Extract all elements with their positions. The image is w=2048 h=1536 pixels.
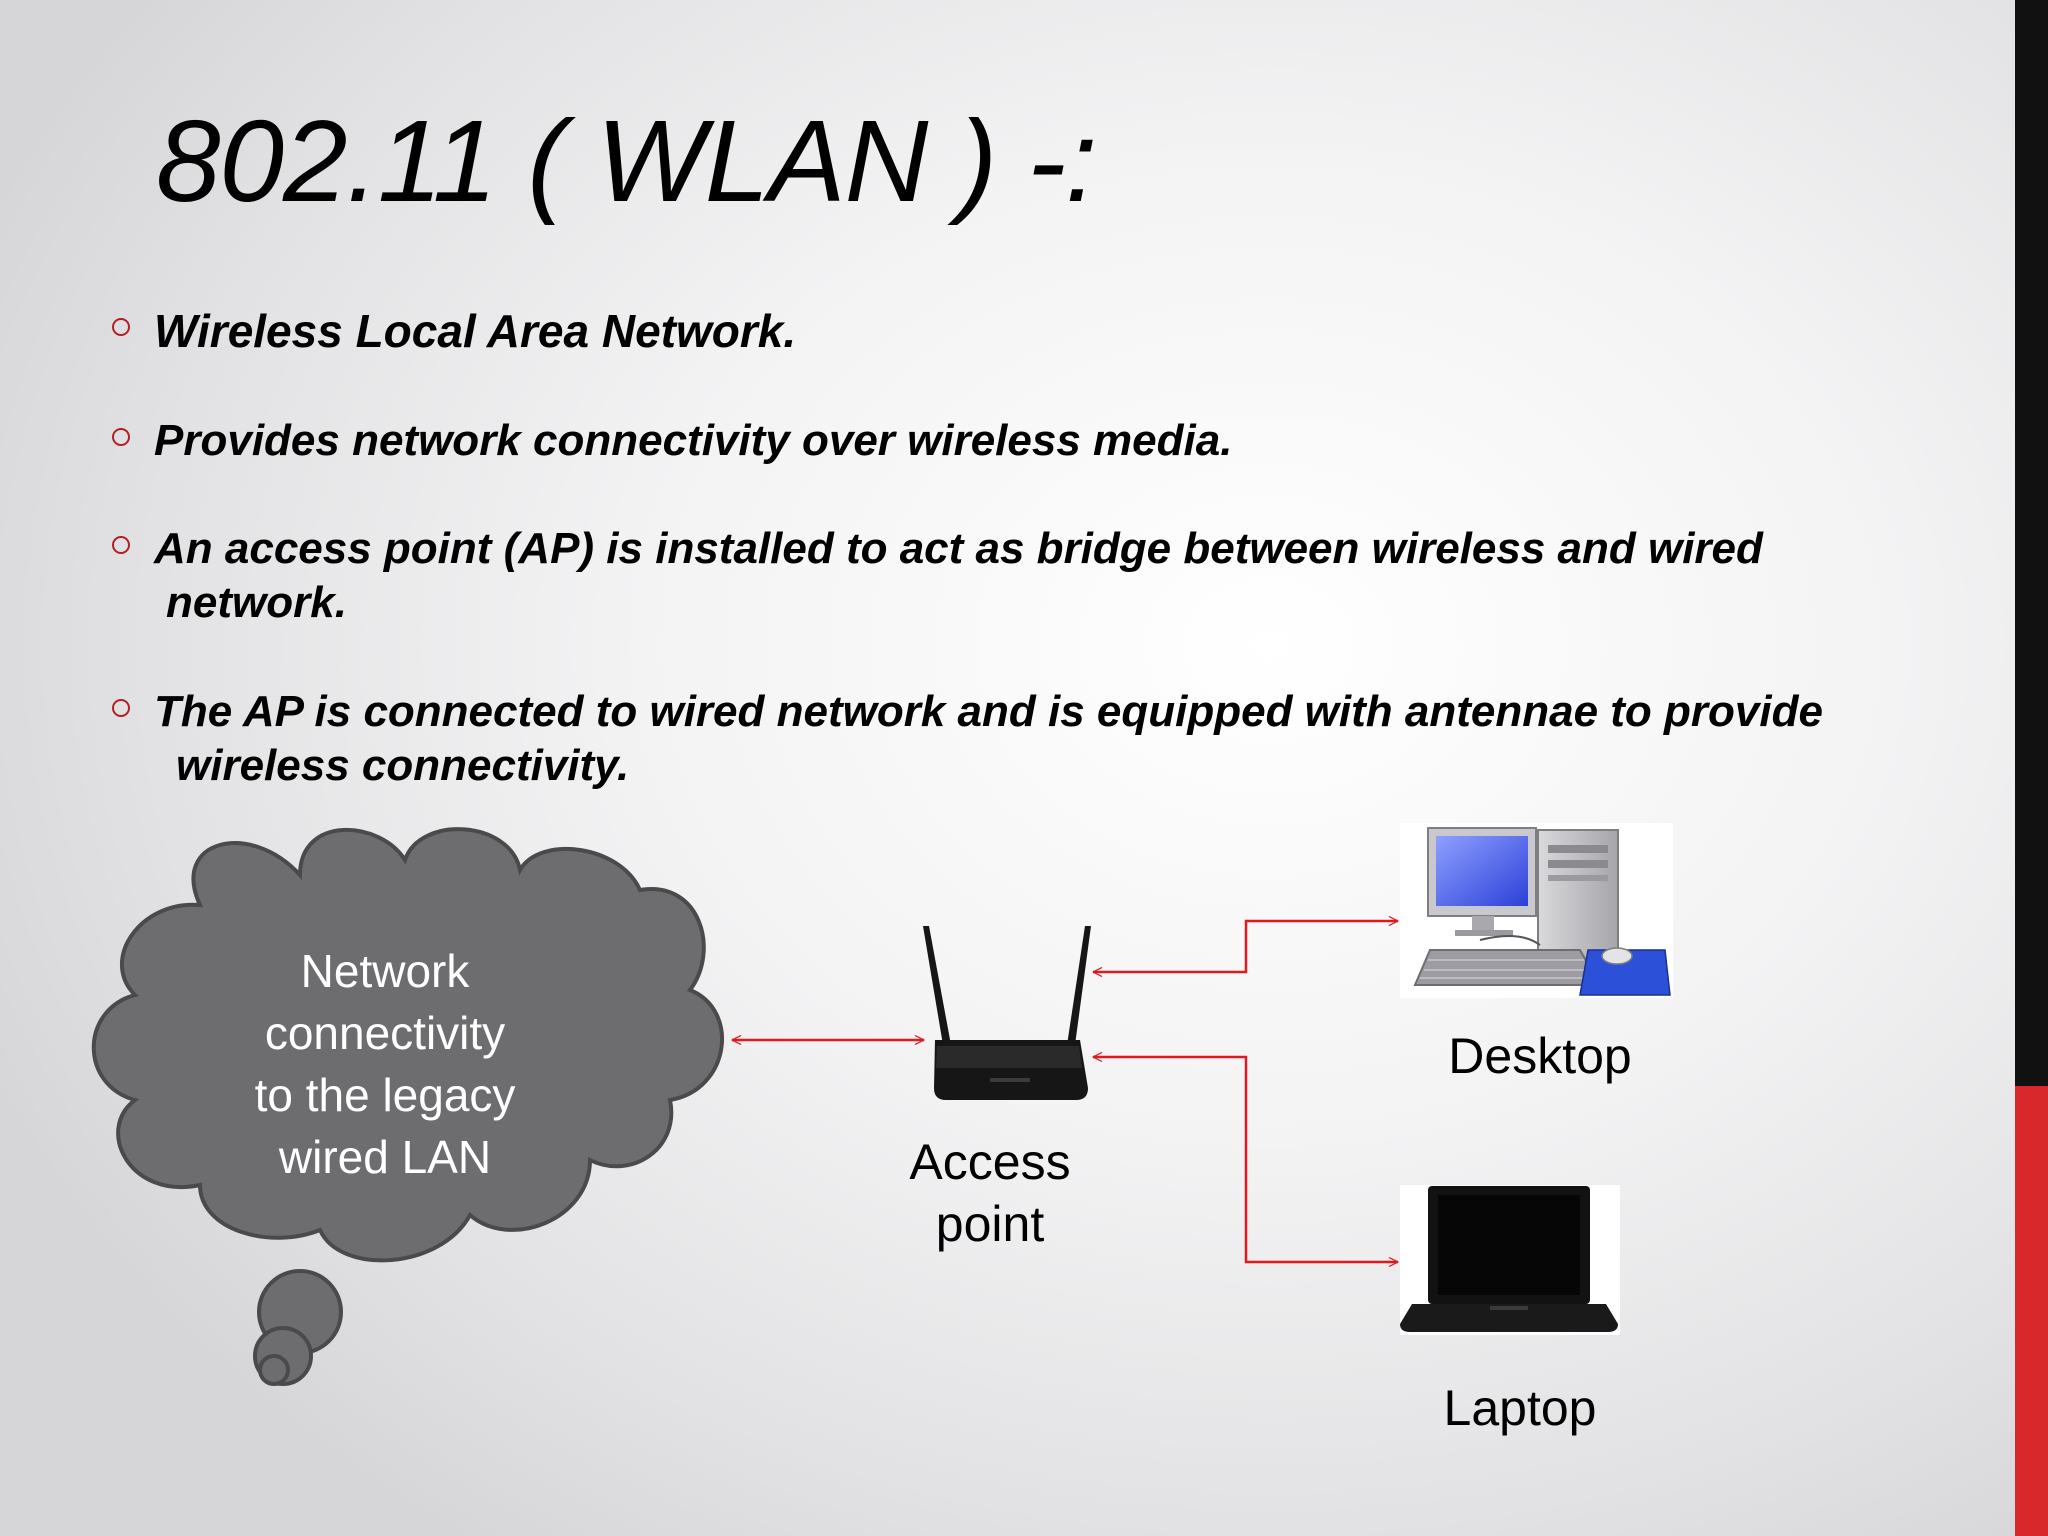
bullet-item: Wireless Local Area Network. [112,304,1992,358]
bullet-circle-icon [112,428,130,446]
cloud-text-line: wired LAN [278,1131,492,1183]
access-point-label: Access point [890,1131,1090,1255]
connection-arrows [732,921,1398,1262]
bullet-text-continuation: wireless connectivity. [176,741,630,790]
desktop-computer-icon [1400,823,1673,998]
ap-desktop-arrow [1093,921,1398,972]
bullet-item: An access point (AP) is installed to act… [112,522,1992,630]
thought-cloud-shape [91,827,725,1386]
access-point-label-line: point [935,1196,1045,1252]
bullet-text: An access point (AP) is installed to act… [154,524,1763,573]
bullet-text: Provides network connectivity over wirel… [154,416,1233,465]
desktop-label: Desktop [1448,1028,1632,1084]
bullet-circle-icon [112,699,130,717]
bullet-item: The AP is connected to wired network and… [112,685,1992,793]
bullet-text-continuation: network. [166,578,347,627]
right-edge-accent [2015,1086,2048,1536]
wireless-router-icon [923,926,1091,1100]
bullet-item: Provides network connectivity over wirel… [112,414,1992,468]
cloud-text: Network connectivity to the legacy wired… [210,940,560,1188]
access-point-label-line: Access [909,1134,1071,1190]
ap-laptop-arrow [1093,1057,1398,1262]
slide-title: 802.11 ( WLAN ) -: [156,96,1097,226]
bullet-circle-icon [112,536,130,554]
cloud-text-line: connectivity [264,1007,506,1059]
bullet-text: Wireless Local Area Network. [154,305,797,357]
bullet-text: The AP is connected to wired network and… [154,687,1823,736]
laptop-label: Laptop [1443,1380,1597,1436]
laptop-icon [1400,1185,1620,1335]
cloud-text-line: Network [300,945,470,997]
bullet-list: Wireless Local Area Network. Provides ne… [112,304,1992,793]
bullet-circle-icon [112,318,130,336]
cloud-text-line: to the legacy [254,1069,516,1121]
